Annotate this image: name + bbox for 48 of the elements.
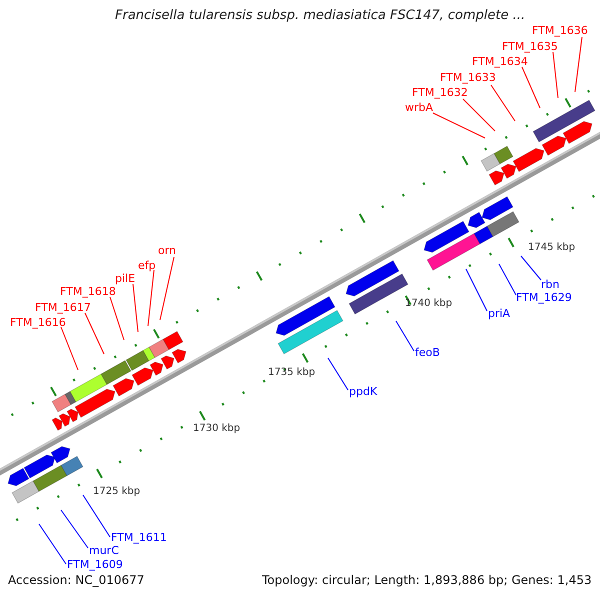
tick-label: 1725 kbp [93,485,140,498]
gene-label: rbn [541,278,560,291]
gene-label: FTM_1633 [440,71,496,84]
leader-line [396,320,414,352]
leader-line [462,98,496,132]
leader-line [148,270,154,326]
gene-label: efp [138,259,156,272]
leader-line [84,312,104,354]
gene-label: ppdK [349,385,378,398]
gene-label: FTM_1632 [412,86,468,99]
leader-line [110,296,124,340]
gene-label: pilE [115,272,136,285]
leader-line [60,510,88,548]
leader-line [60,326,78,370]
leader-line [432,112,486,138]
gene-label: FTM_1616 [10,316,66,329]
tick-label: 1730 kbp [193,422,240,435]
tick-label: 1735 kbp [268,366,316,379]
leader-line [466,268,488,312]
leader-line [160,256,174,320]
gene-label: feoB [415,346,440,359]
title: Francisella tularensis subsp. mediasiatica FSC147, complete ... [115,9,526,22]
gene-label: FTM_1629 [516,291,572,304]
leader-line [552,52,558,98]
leader-line [490,84,516,122]
leader-line [574,36,582,92]
gene-label: wrbA [405,101,434,114]
tick-label: 1740 kbp [405,297,452,310]
gene-label: priA [488,307,510,320]
gene-label: FTM_1636 [532,24,588,37]
gene-label: FTM_1611 [111,531,167,544]
gene-label: orn [158,244,176,257]
gene-label: FTM_1635 [502,40,558,53]
leader-line [328,358,348,390]
leader-line [132,284,138,332]
tick-label: 1745 kbp [528,241,576,254]
gene-label: murC [89,544,119,557]
leader-line [522,66,540,108]
leader-line [498,264,516,296]
leader-line [82,494,110,538]
genome-info-text: Topology: circular; Length: 1,893,886 bp; Genes: 1,453 [262,574,592,587]
gene-label: FTM_1609 [67,558,123,571]
accession-text: Accession: NC_010677 [8,574,144,587]
leader-line [38,524,66,564]
leader-line [520,256,542,280]
gene-label: FTM_1618 [60,285,116,298]
gene-label: FTM_1634 [472,55,528,68]
gene-label: FTM_1617 [35,301,91,314]
